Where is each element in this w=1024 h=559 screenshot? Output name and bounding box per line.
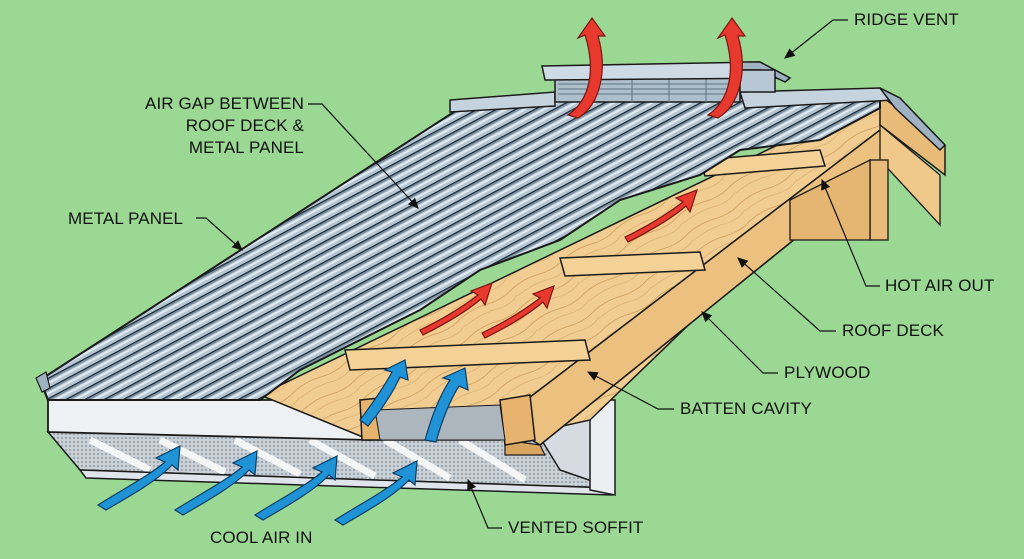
leader-plywood	[701, 311, 778, 374]
ridge-cap	[449, 87, 947, 152]
label-air-gap: AIR GAP BETWEEN ROOF DECK & METAL PANEL	[128, 93, 304, 159]
cool-air-arrow	[333, 459, 418, 526]
cool-air-arrows	[96, 359, 469, 526]
leader-air-gap	[308, 103, 419, 209]
label-cool-air-in: COOL AIR IN	[210, 528, 313, 547]
cool-air-arrow	[173, 449, 258, 516]
label-air-gap-line-1: AIR GAP BETWEEN	[145, 94, 304, 113]
hot-air-arrow	[419, 281, 493, 336]
battens	[344, 149, 826, 446]
cool-air-arrow	[359, 359, 409, 427]
leader-batten-cavity	[586, 371, 674, 410]
label-metal-panel: METAL PANEL	[68, 209, 184, 228]
leader-ridge-vent	[784, 19, 848, 59]
label-ridge-vent: RIDGE VENT	[854, 10, 959, 29]
label-batten-cavity: BATTEN CAVITY	[680, 399, 812, 418]
label-hot-air-out: HOT AIR OUT	[885, 276, 995, 295]
leader-vented-soffit	[467, 478, 502, 529]
label-roof-deck: ROOF DECK	[842, 321, 944, 340]
hot-air-arrow	[624, 188, 698, 243]
label-plywood: PLYWOOD	[784, 363, 871, 382]
vented-soffit	[46, 399, 616, 496]
hot-air-arrow	[706, 16, 747, 119]
label-air-gap-line-2: ROOF DECK &	[185, 116, 304, 135]
hot-air-arrows	[419, 16, 747, 339]
hot-air-arrow	[481, 284, 555, 339]
cool-air-arrow	[253, 454, 338, 521]
leader-metal-panel	[196, 217, 243, 251]
cool-air-arrow	[96, 444, 181, 511]
label-air-gap-line-3: METAL PANEL	[188, 138, 304, 157]
label-vented-soffit: VENTED SOFFIT	[508, 518, 644, 537]
leader-hot-air-out	[821, 178, 880, 287]
hot-air-arrow	[566, 16, 607, 119]
leader-lines	[196, 19, 880, 529]
ridge-vent	[541, 61, 792, 103]
leader-roof-deck	[737, 257, 836, 332]
cool-air-arrow	[424, 367, 469, 443]
